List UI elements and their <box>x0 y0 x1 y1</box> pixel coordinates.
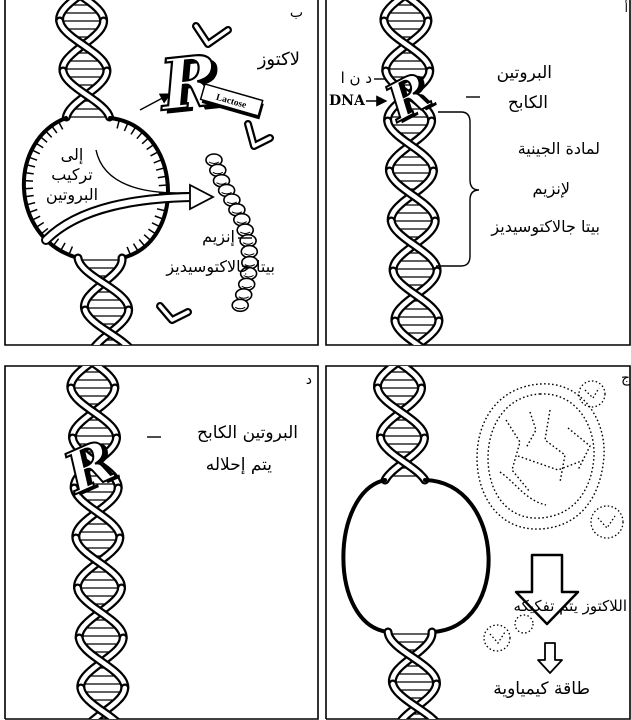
panel-b-letter: ب <box>290 5 303 21</box>
panel-j-dna <box>343 362 488 720</box>
genetic-material-label: لمادة الجينية <box>518 140 600 158</box>
complex-scribble <box>568 428 590 470</box>
replaced-label: يتم إحلاله <box>206 456 272 476</box>
panel-j-border <box>326 366 630 719</box>
lactose-molecule <box>248 124 270 146</box>
complex-scribble <box>526 412 536 448</box>
dna-helix-upper <box>60 0 110 117</box>
complex-scribble <box>545 410 565 482</box>
to-protein-line-1: إلى <box>37 145 107 165</box>
lactose-fragment <box>515 615 533 633</box>
dna-helix-upper <box>378 362 425 480</box>
enzyme-name-label: بيتا جالاكتوسيديز <box>491 218 600 236</box>
bubble-right-strand <box>425 480 489 632</box>
panel-a-border <box>326 0 630 345</box>
energy-arrow <box>538 643 562 673</box>
hollow-arrow-head <box>190 185 213 209</box>
to-protein-line-3: البروتين <box>37 185 107 205</box>
panel-a-dna <box>384 0 439 349</box>
lactose-fragment <box>484 625 510 651</box>
panel-d-dna <box>71 362 125 720</box>
lactose-fragment-scribble <box>490 632 505 643</box>
lactose-fragment-scribble <box>585 388 599 398</box>
panel-a-artwork: R R <box>366 0 480 349</box>
repressor-label-line-2: الكابح <box>508 94 548 114</box>
dna-helix-lower <box>388 632 436 720</box>
enzyme-subunit <box>232 299 248 311</box>
complex-scribble <box>518 456 584 470</box>
dna-helix <box>384 0 439 349</box>
dna-latin-label: DNA <box>329 93 365 109</box>
unwound-dna-strand <box>425 480 489 632</box>
unwound-dna-strand <box>343 480 388 632</box>
repressor-label: البروتين الكابح <box>197 424 298 444</box>
enzyme-label: إنزيم <box>202 228 235 246</box>
repressor-shape: R <box>154 38 223 127</box>
complex-scribble <box>500 472 546 505</box>
lactose-molecule <box>160 306 188 320</box>
enzyme-name-label: بيتا جالاكتوسيديز <box>166 258 275 276</box>
bubble-left-strand <box>343 480 388 632</box>
lactose-fragment <box>579 381 605 407</box>
gene-bracket <box>436 112 479 266</box>
panel-d-letter: د <box>306 372 312 388</box>
panel-j-artwork <box>343 362 623 720</box>
panel-d-border <box>5 366 318 719</box>
for-enzyme-label: لإنزيم <box>532 180 570 198</box>
arrow-to-enzyme-thin <box>96 150 200 193</box>
to-protein-synthesis-label: إلى تركيب البروتين <box>37 145 107 205</box>
lactose-broken-down-label: اللاكتوز يتم تفكيكه <box>514 598 627 615</box>
panel-j-letter: ج <box>621 370 630 386</box>
enzyme-subunit <box>241 246 257 258</box>
dna-arabic-label: د ن ا <box>341 70 372 87</box>
lactose-fragment <box>591 506 623 538</box>
to-protein-line-2: تركيب <box>37 165 107 185</box>
panel-d-artwork: R R <box>53 362 161 720</box>
panel-a-letter: أ <box>625 2 628 16</box>
lactose-fragment-scribble <box>598 516 615 528</box>
lactose-label: لاكتوز <box>258 50 300 71</box>
complex-outline-inner <box>488 394 594 518</box>
repressor-protein: R R <box>154 38 228 131</box>
dna-helix-lower <box>78 258 131 350</box>
repressor-label-line-1: البروتين <box>497 64 552 84</box>
chemical-energy-label: طاقة كيمياوية <box>493 680 590 700</box>
dna-helix <box>71 362 125 720</box>
